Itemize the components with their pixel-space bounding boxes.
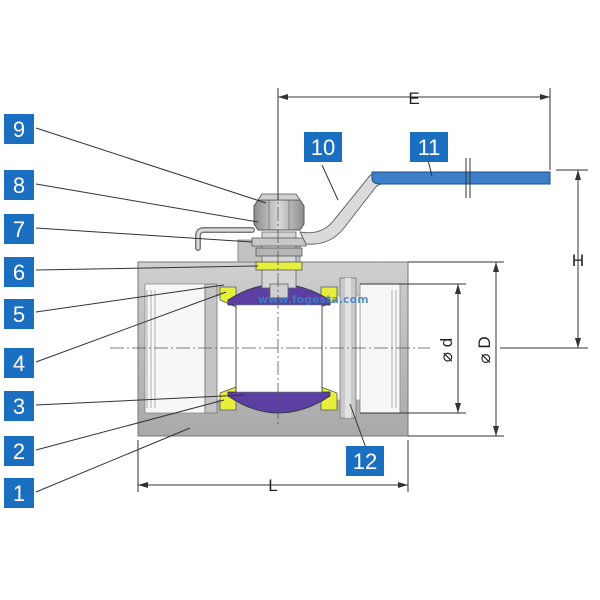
stem-nut: [253, 193, 305, 231]
dim-label-d-large: ⌀ D: [475, 336, 494, 363]
center-lines: [110, 185, 430, 425]
part-tag-8-label: 8: [13, 173, 25, 198]
part-tag-8: 8: [4, 170, 34, 200]
part-tag-2-label: 2: [13, 439, 25, 464]
part-tag-1-label: 1: [13, 481, 25, 506]
part-tag-11-label: 11: [418, 135, 441, 160]
part-tag-10-label: 10: [311, 135, 335, 160]
part-tag-6: 6: [4, 257, 34, 287]
stem-assembly: [251, 231, 307, 299]
part-tag-6-label: 6: [13, 260, 25, 285]
part-tag-12-label: 12: [353, 449, 377, 474]
stem-packing: [255, 261, 303, 271]
thread-lines-left: [146, 290, 156, 408]
part-tag-4: 4: [4, 348, 34, 378]
part-tag-12: 12: [346, 446, 384, 476]
leader-lines: [35, 127, 433, 493]
dim-label-h: H: [572, 251, 584, 270]
dim-label-e: E: [408, 89, 419, 108]
thread-lines-right: [391, 290, 401, 408]
part-tag-4-label: 4: [13, 351, 25, 376]
part-tag-7-label: 7: [13, 217, 25, 242]
part-tag-2: 2: [4, 436, 34, 466]
part-tag-9-label: 9: [13, 117, 25, 142]
part-tag-7: 7: [4, 214, 34, 244]
watermark-text: www.fogesta.com: [258, 293, 369, 306]
part-tag-3-label: 3: [13, 394, 25, 419]
part-tag-5: 5: [4, 299, 34, 329]
part-tag-5-label: 5: [13, 302, 25, 327]
handle-sleeve: [371, 171, 551, 185]
dim-label-l: L: [268, 476, 277, 495]
stem-gland: [251, 237, 307, 247]
part-tag-10: 10: [304, 132, 342, 162]
stem-washer: [255, 247, 303, 257]
handle: [195, 158, 551, 251]
part-tag-9: 9: [4, 114, 34, 144]
part-tag-1: 1: [4, 478, 34, 508]
dim-label-d-small: ⌀ d: [437, 338, 456, 362]
part-tag-3: 3: [4, 391, 34, 421]
part-tag-11: 11: [410, 132, 448, 162]
dimension-lines: [137, 88, 588, 492]
